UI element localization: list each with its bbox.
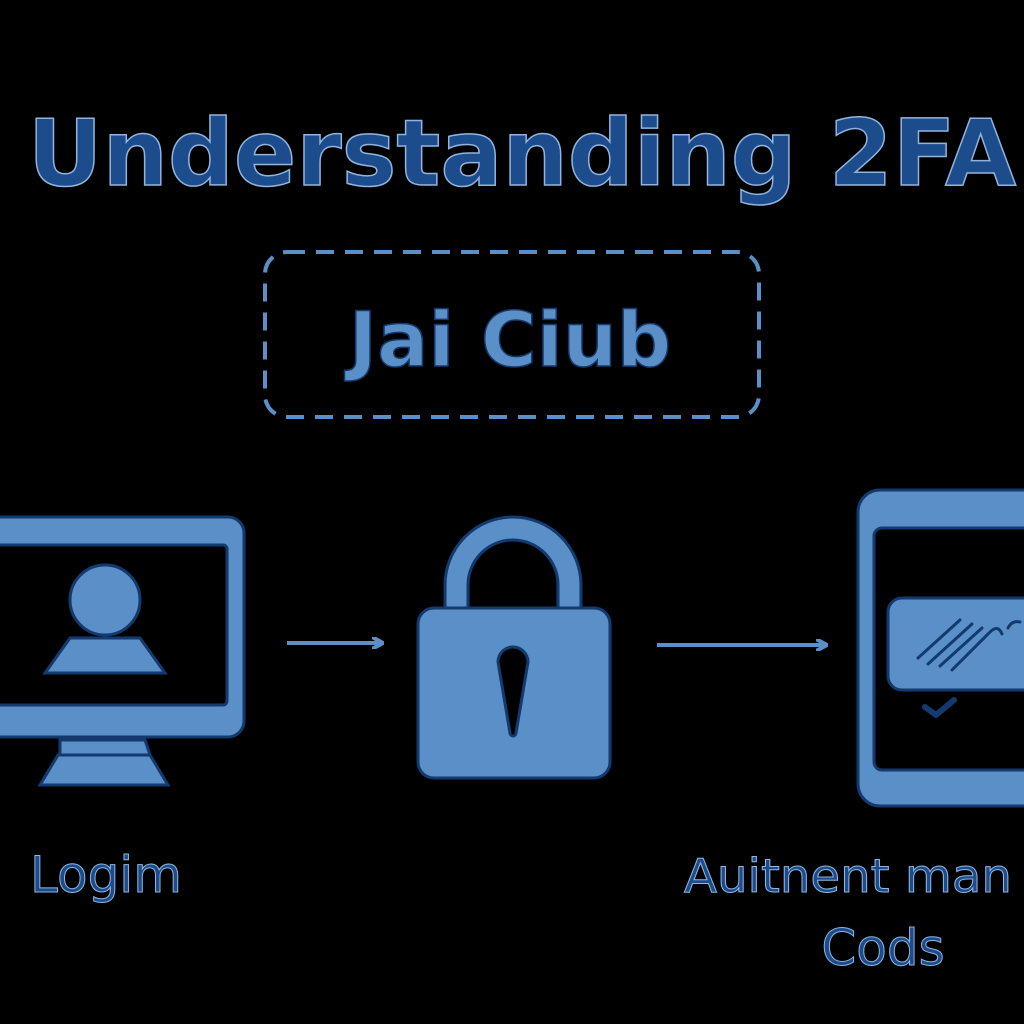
page-title: Understanding 2FA: [28, 100, 1016, 207]
badge-text: Jai Ciub: [344, 295, 671, 384]
badge: Jai Ciub: [263, 250, 761, 419]
step-label-auth-line2: Cods: [821, 919, 944, 977]
step-label-login: Logim: [30, 846, 182, 904]
padlock-icon: [416, 515, 612, 780]
phone-code-icon: [856, 488, 1024, 808]
monitor-user-icon: [0, 515, 246, 787]
step-label-auth-line1: Auitnent man: [684, 849, 1012, 903]
